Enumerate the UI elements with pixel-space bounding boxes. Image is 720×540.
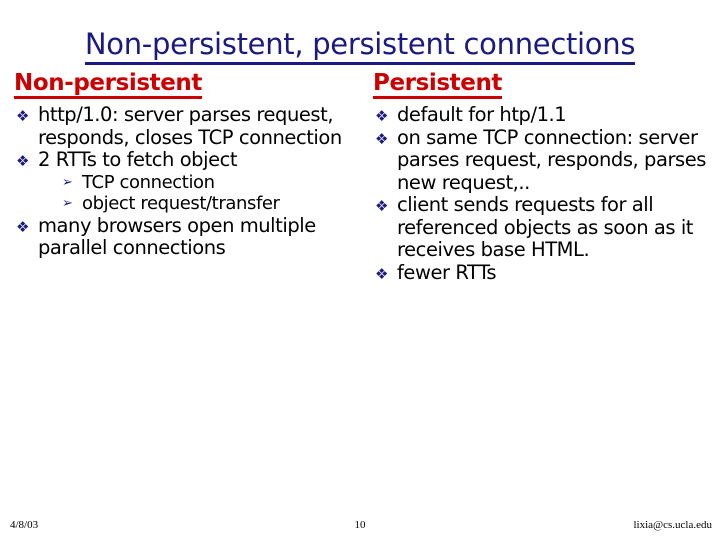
diamond-bullet-icon: ❖	[375, 107, 388, 125]
list-item-text: http/1.0: server parses request, respond…	[38, 103, 342, 149]
list-item: ❖ fewer RTTs	[373, 260, 711, 285]
right-column-heading: Persistent	[373, 70, 711, 99]
list-item-text: many browsers open multiple parallel con…	[38, 213, 316, 259]
arrow-bullet-icon: ➢	[62, 196, 73, 211]
right-column: Persistent ❖ default for htp/1.1 ❖ on sa…	[373, 70, 711, 284]
page-title-text: Non-persistent, persistent connections	[84, 27, 635, 65]
list-item: ❖ default for htp/1.1	[373, 103, 711, 127]
list-item: ❖ http/1.0: server parses request, respo…	[14, 103, 364, 149]
arrow-bullet-icon: ➢	[62, 174, 73, 190]
left-column-heading: Non-persistent	[14, 70, 364, 99]
footer-date: 4/8/03	[10, 519, 39, 531]
right-column-heading-text: Persistent	[373, 70, 502, 99]
footer-page-number: 10	[354, 519, 366, 531]
diamond-bullet-icon: ❖	[375, 264, 388, 283]
list-item-text: client sends requests for all referenced…	[397, 193, 693, 261]
page-title: Non-persistent, persistent connections	[0, 27, 720, 65]
diamond-bullet-icon: ❖	[16, 152, 29, 170]
list-item: ➢ object request/transfer	[62, 193, 364, 215]
footer-email: lixia@cs.ucla.edu	[633, 519, 712, 531]
list-item-text: fewer RTTs	[397, 260, 497, 284]
diamond-bullet-icon: ❖	[16, 217, 29, 236]
diamond-bullet-icon: ❖	[16, 107, 29, 125]
left-column-bullet-list: ❖ http/1.0: server parses request, respo…	[14, 103, 364, 260]
left-column-sub-bullet-list: ➢ TCP connection ➢ object request/transf…	[38, 172, 364, 215]
left-column-heading-text: Non-persistent	[14, 70, 202, 99]
diamond-bullet-icon: ❖	[375, 129, 388, 148]
list-item-text: object request/transfer	[82, 193, 280, 214]
list-item-text: TCP connection	[82, 171, 215, 193]
diamond-bullet-icon: ❖	[375, 197, 388, 215]
right-column-bullet-list: ❖ default for htp/1.1 ❖ on same TCP conn…	[373, 103, 711, 285]
list-item-text: 2 RTTs to fetch object	[38, 148, 238, 171]
list-item: ❖ many browsers open multiple parallel c…	[14, 213, 364, 260]
list-item: ❖ client sends requests for all referenc…	[373, 193, 711, 262]
list-item: ❖ on same TCP connection: server parses …	[373, 125, 711, 195]
left-column: Non-persistent ❖ http/1.0: server parses…	[14, 70, 364, 260]
slide-footer: 4/8/03 10 lixia@cs.ucla.edu	[0, 516, 720, 536]
list-item-text: on same TCP connection: server parses re…	[397, 125, 706, 194]
list-item-text: default for htp/1.1	[397, 103, 567, 126]
list-item: ❖ 2 RTTs to fetch object ➢ TCP connectio…	[14, 148, 364, 215]
list-item: ➢ TCP connection	[62, 172, 364, 194]
